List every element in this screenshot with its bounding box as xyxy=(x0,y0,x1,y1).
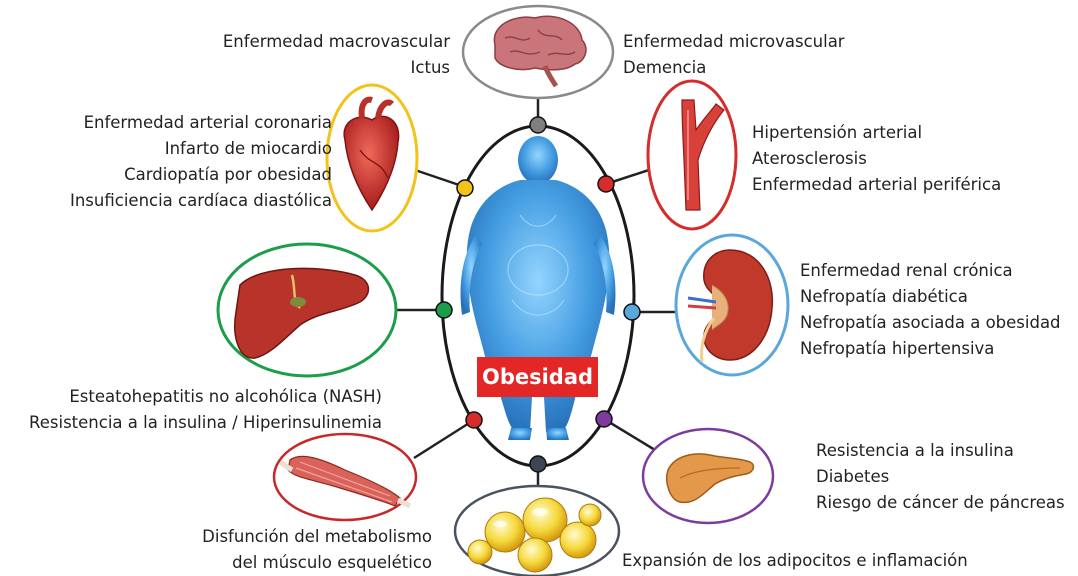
heart-node xyxy=(327,85,417,231)
liver-text: Esteatohepatitis no alcohólica (NASH) Re… xyxy=(0,384,382,436)
artery-node xyxy=(648,81,736,229)
liver-node xyxy=(218,244,396,376)
kidney-text: Enfermedad renal crónica Nefropatía diab… xyxy=(800,258,1075,362)
brain-right-text: Enfermedad microvascular Demencia xyxy=(623,29,923,81)
dot-kidney xyxy=(624,304,640,320)
dot-pancreas xyxy=(596,411,612,427)
kidney-node xyxy=(676,235,788,375)
fat-text: Expansión de los adipocitos e inflamació… xyxy=(622,548,1042,574)
brain-left-text: Enfermedad macrovascular Ictus xyxy=(150,29,450,81)
brain-node xyxy=(463,6,613,98)
muscle-node xyxy=(274,434,416,520)
dot-fat xyxy=(530,456,546,472)
dot-artery xyxy=(598,176,614,192)
dot-heart xyxy=(457,180,473,196)
pancreas-text: Resistencia a la insulina Diabetes Riesg… xyxy=(816,438,1076,516)
pancreas-node xyxy=(643,429,773,523)
dot-liver xyxy=(436,302,452,318)
artery-text: Hipertensión arterial Aterosclerosis Enf… xyxy=(752,120,1062,198)
dot-muscle xyxy=(466,412,482,428)
muscle-text: Disfunción del metabolismo del músculo e… xyxy=(140,524,432,576)
dot-brain xyxy=(530,117,546,133)
fat-node xyxy=(455,486,619,576)
heart-text: Enfermedad arterial coronaria Infarto de… xyxy=(20,110,332,214)
obesity-label: Obesidad xyxy=(477,357,598,397)
